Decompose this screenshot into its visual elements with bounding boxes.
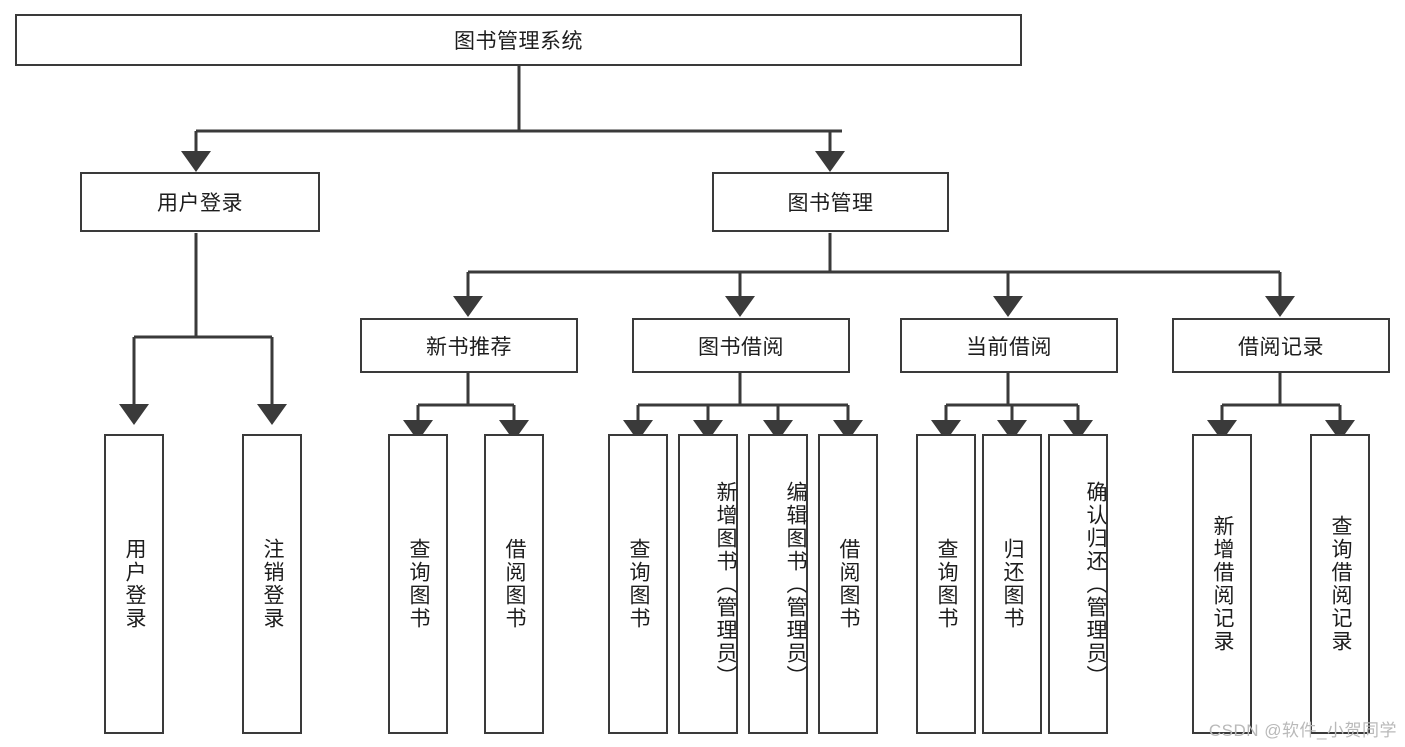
leaf-book-borrow-2[interactable]: 编辑图书（管理员） <box>748 434 808 734</box>
leaf-book-borrow-3-label: 借阅图书 <box>837 538 861 630</box>
node-book-borrow-label: 图书借阅 <box>698 335 784 359</box>
leaf-book-borrow-3[interactable]: 借阅图书 <box>818 434 878 734</box>
leaf-current-borrow-1-label: 归还图书 <box>1001 538 1025 630</box>
node-new-book-recommend[interactable]: 新书推荐 <box>360 318 578 373</box>
leaf-user-login-1[interactable]: 注销登录 <box>242 434 302 734</box>
watermark: CSDN @软件_小贺同学 <box>1208 721 1397 740</box>
node-root[interactable]: 图书管理系统 <box>15 14 1022 66</box>
node-root-label: 图书管理系统 <box>454 30 583 53</box>
leaf-book-borrow-0[interactable]: 查询图书 <box>608 434 668 734</box>
leaf-user-login-0-label: 用户登录 <box>123 538 147 630</box>
node-borrow-record-label: 借阅记录 <box>1238 335 1324 359</box>
node-borrow-record[interactable]: 借阅记录 <box>1172 318 1390 373</box>
node-book-manage-label: 图书管理 <box>787 192 874 215</box>
node-book-borrow[interactable]: 图书借阅 <box>632 318 850 373</box>
leaf-borrow-record-1[interactable]: 查询借阅记录 <box>1310 434 1370 734</box>
leaf-current-borrow-1[interactable]: 归还图书 <box>982 434 1042 734</box>
leaf-current-borrow-0-label: 查询图书 <box>935 538 959 630</box>
node-current-borrow-label: 当前借阅 <box>966 335 1052 359</box>
leaf-current-borrow-2[interactable]: 确认归还（管理员） <box>1048 434 1108 734</box>
leaf-borrow-record-0-label: 新增借阅记录 <box>1211 515 1235 653</box>
leaf-book-borrow-1-label: 新增图书（管理员） <box>714 480 737 688</box>
node-user-login[interactable]: 用户登录 <box>80 172 320 232</box>
leaf-book-borrow-0-label: 查询图书 <box>627 538 651 630</box>
leaf-new-book-0[interactable]: 查询图书 <box>388 434 448 734</box>
node-book-manage[interactable]: 图书管理 <box>712 172 949 232</box>
leaf-borrow-record-1-label: 查询借阅记录 <box>1329 515 1353 653</box>
leaf-book-borrow-1[interactable]: 新增图书（管理员） <box>678 434 738 734</box>
leaf-current-borrow-2-label: 确认归还（管理员） <box>1084 480 1107 688</box>
node-user-login-label: 用户登录 <box>157 192 243 215</box>
leaf-user-login-1-label: 注销登录 <box>261 538 285 630</box>
leaf-new-book-1-label: 借阅图书 <box>503 538 527 630</box>
node-new-book-recommend-label: 新书推荐 <box>426 335 512 359</box>
leaf-user-login-0[interactable]: 用户登录 <box>104 434 164 734</box>
leaf-current-borrow-0[interactable]: 查询图书 <box>916 434 976 734</box>
leaf-book-borrow-2-label: 编辑图书（管理员） <box>784 480 807 688</box>
node-current-borrow[interactable]: 当前借阅 <box>900 318 1118 373</box>
leaf-new-book-0-label: 查询图书 <box>407 538 431 630</box>
leaf-new-book-1[interactable]: 借阅图书 <box>484 434 544 734</box>
leaf-borrow-record-0[interactable]: 新增借阅记录 <box>1192 434 1252 734</box>
